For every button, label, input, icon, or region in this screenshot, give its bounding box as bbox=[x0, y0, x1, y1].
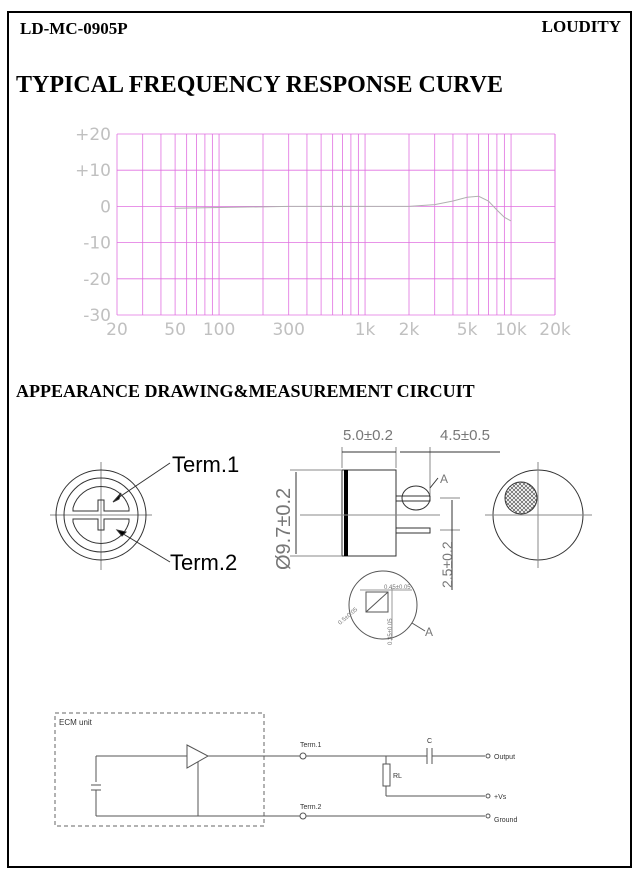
circuit-wiring bbox=[91, 744, 491, 820]
x-tick-label: 20 bbox=[106, 320, 128, 340]
brand-name: LOUDITY bbox=[541, 17, 621, 36]
dimension-pitch: 2.5±0.2 bbox=[439, 541, 455, 588]
appearance-drawing: Term.1 Term.2 5.0±0.2 4.5±0.5 Ø9.7±0.2 2… bbox=[50, 427, 592, 645]
x-tick-label: 2k bbox=[399, 320, 420, 340]
capacitor-label: C bbox=[427, 738, 432, 745]
x-tick-label: 1k bbox=[355, 320, 376, 340]
dimension-length: 5.0±0.2 bbox=[343, 427, 393, 444]
detail-ref-a: A bbox=[440, 472, 448, 486]
output-label: Output bbox=[494, 754, 515, 761]
y-axis-ticks: +20 +10 0 -10 -20 -30 bbox=[75, 125, 111, 326]
back-view bbox=[485, 462, 592, 568]
frequency-response-chart: +20 +10 0 -10 -20 -30 20 50 100 300 1k 2k 5k 10k 20k bbox=[75, 125, 571, 340]
x-tick-label: 10k bbox=[495, 320, 527, 340]
detail-a-view bbox=[348, 570, 426, 640]
appearance-section-title: APPEARANCE DRAWING&MEASUREMENT CIRCUIT bbox=[16, 381, 475, 401]
page-border bbox=[7, 11, 632, 868]
detail-ref-a2: A bbox=[425, 625, 433, 639]
x-tick-label: 300 bbox=[272, 320, 304, 340]
detail-dim-diag: 0.5±0.05 bbox=[337, 607, 359, 627]
term1-label: Term.1 bbox=[172, 452, 239, 477]
x-axis-ticks: 20 50 100 300 1k 2k 5k 10k 20k bbox=[106, 320, 571, 340]
side-view bbox=[290, 447, 500, 590]
measurement-circuit: ECM unit Term.1 Term.2 C RL Output +Vs G… bbox=[54, 712, 517, 827]
load-resistor-label: RL bbox=[393, 773, 402, 780]
dimension-diameter: Ø9.7±0.2 bbox=[273, 488, 295, 570]
detail-dim-top: 0.45±0.05 bbox=[384, 585, 411, 591]
circuit-term1-label: Term.1 bbox=[300, 742, 322, 749]
x-tick-label: 20k bbox=[539, 320, 571, 340]
y-tick-label: -30 bbox=[83, 306, 111, 326]
x-tick-label: 50 bbox=[164, 320, 186, 340]
circuit-term2-label: Term.2 bbox=[300, 804, 322, 811]
x-tick-label: 100 bbox=[203, 320, 235, 340]
ground-label: Ground bbox=[494, 817, 517, 824]
dimension-pin-length: 4.5±0.5 bbox=[440, 427, 490, 444]
detail-dim-side: 0.35±0.05 bbox=[388, 618, 394, 645]
vs-label: +Vs bbox=[494, 794, 507, 801]
model-number: LD-MC-0905P bbox=[20, 19, 128, 38]
y-tick-label: -10 bbox=[83, 234, 111, 254]
y-tick-label: 0 bbox=[100, 197, 111, 217]
chart-grid bbox=[116, 133, 556, 316]
term2-label: Term.2 bbox=[170, 550, 237, 575]
front-view bbox=[50, 462, 171, 570]
ecm-unit-box bbox=[54, 712, 265, 827]
y-tick-label: -20 bbox=[83, 270, 111, 290]
y-tick-label: +20 bbox=[75, 125, 111, 145]
x-tick-label: 5k bbox=[457, 320, 478, 340]
frequency-section-title: TYPICAL FREQUENCY RESPONSE CURVE bbox=[16, 72, 503, 98]
ecm-unit-label: ECM unit bbox=[59, 718, 93, 727]
response-curve bbox=[175, 195, 512, 222]
y-tick-label: +10 bbox=[75, 161, 111, 181]
